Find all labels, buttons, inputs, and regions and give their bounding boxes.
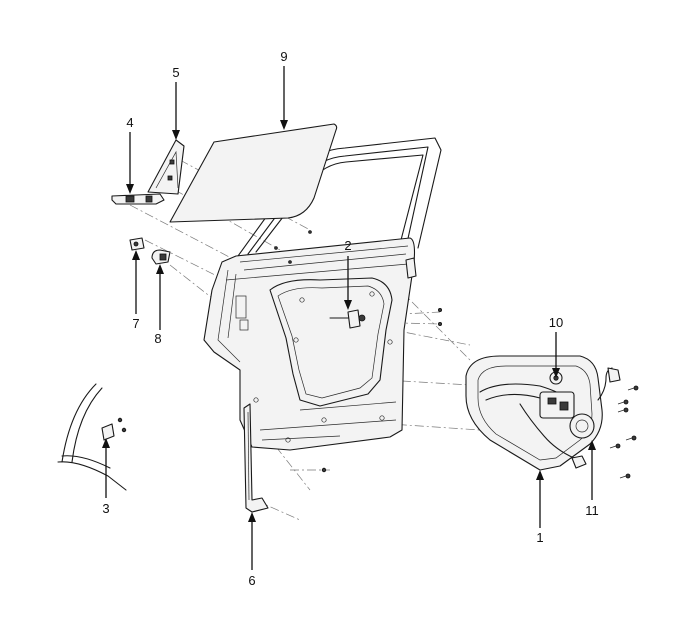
callout-leaders — [102, 66, 596, 570]
callout-1: 1 — [536, 530, 543, 545]
door-checker — [329, 307, 442, 329]
callout-labels: 9 5 4 7 8 2 3 6 1 10 11 — [102, 49, 598, 588]
rear-glass-run-channel — [243, 403, 327, 513]
callout-7: 7 — [132, 316, 139, 331]
key-cylinder-clip — [151, 249, 171, 265]
callout-9: 9 — [280, 49, 287, 64]
handle-cover-clip — [129, 237, 145, 251]
callout-3: 3 — [102, 501, 109, 516]
door-module-panel — [465, 355, 639, 479]
outside-handle — [111, 193, 165, 205]
body-pillar-striker — [57, 383, 127, 491]
callout-4: 4 — [126, 115, 133, 130]
callout-6: 6 — [248, 573, 255, 588]
door-glass — [169, 123, 338, 223]
module-screws — [609, 385, 639, 479]
callout-11: 11 — [585, 503, 599, 518]
callout-8: 8 — [154, 331, 161, 346]
callout-10: 10 — [549, 315, 563, 330]
callout-2: 2 — [344, 238, 351, 253]
delta-moulding — [147, 139, 185, 195]
callout-5: 5 — [172, 65, 179, 80]
